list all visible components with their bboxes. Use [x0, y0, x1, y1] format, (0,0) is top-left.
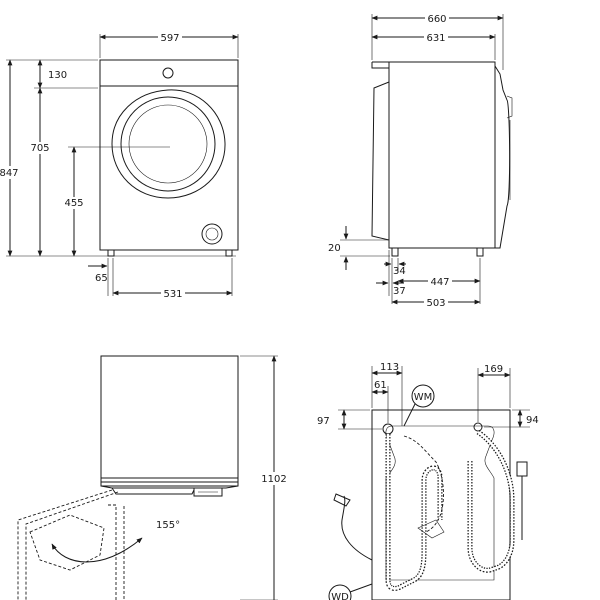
side-body [388, 61, 496, 249]
dim-rear-drain-offset: 169 [484, 364, 503, 375]
side-view: 660 631 20 34 447 37 503 [328, 12, 513, 309]
front-body [99, 59, 239, 251]
front-view: 597 847 130 705 455 65 531 [0, 31, 239, 300]
dim-top-clearance: 130 [48, 70, 67, 81]
label-inlet-callout: WM [414, 392, 433, 403]
rear-body [371, 409, 511, 600]
dim-side-foot-offset: 37 [393, 286, 406, 297]
dim-side-depth-total: 660 [427, 14, 446, 25]
dim-side-foot-width: 34 [393, 266, 406, 277]
dim-side-depth-feet: 503 [426, 298, 445, 309]
drain-hose [467, 429, 515, 573]
rear-view: WM WD 113 61 169 97 94 [317, 362, 539, 600]
dim-side-foot-height: 20 [328, 243, 341, 254]
power-cable [341, 495, 373, 561]
open-door-outline [17, 489, 113, 600]
dim-front-height: 847 [0, 168, 19, 179]
side-door-profile [494, 65, 511, 249]
filter-cover-icon [201, 223, 223, 245]
dim-rear-inlet-height: 97 [317, 416, 330, 427]
dim-front-width: 597 [160, 33, 179, 44]
label-drain-callout: WD [331, 592, 349, 600]
dim-door-top: 705 [30, 143, 49, 154]
inlet-connector-icon [382, 423, 394, 435]
door-opening-view: 155° 1102 [17, 355, 290, 600]
door-swing-arc [51, 537, 143, 563]
dim-door-center: 455 [64, 198, 83, 209]
program-knob-icon [162, 67, 174, 79]
door-ring [111, 89, 226, 199]
door-glass [120, 96, 216, 192]
drain-outlet-icon [473, 422, 483, 432]
top-view-body [100, 355, 239, 487]
dim-foot-spacing: 531 [163, 289, 182, 300]
dim-rear-inlet-a: 113 [380, 362, 399, 373]
dim-rear-inlet-b: 61 [374, 380, 387, 391]
dim-foot-offset: 65 [95, 273, 108, 284]
dim-door-angle: 155° [156, 520, 180, 531]
dim-door-open-height: 1102 [261, 474, 286, 485]
dim-rear-drain-height: 94 [526, 415, 539, 426]
dim-side-depth-body: 631 [426, 33, 445, 44]
inlet-hose [385, 434, 443, 591]
dim-side-foot-spacing: 447 [430, 277, 449, 288]
